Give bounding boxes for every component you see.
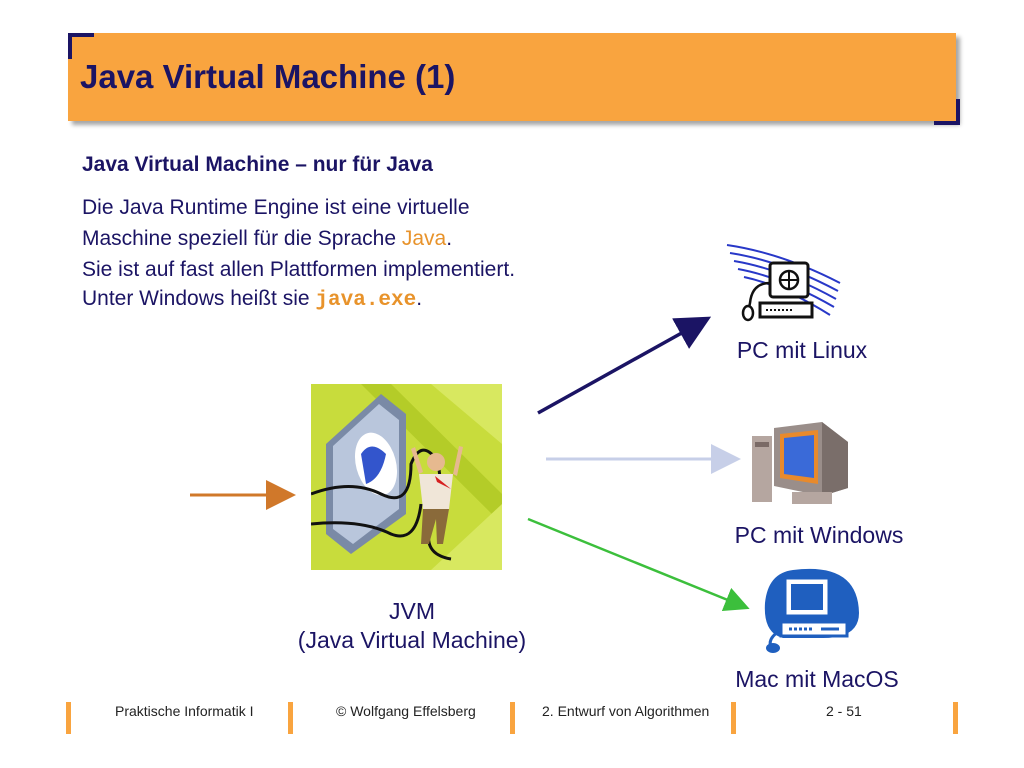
- footer-chapter: 2. Entwurf von Algorithmen: [542, 703, 710, 719]
- body-line-4: Unter Windows heißt sie java.exe.: [82, 287, 422, 312]
- title-corner-top-left: [68, 33, 94, 59]
- footer-divider: [66, 702, 71, 734]
- body-line-3: Sie ist auf fast allen Plattformen imple…: [82, 258, 516, 281]
- footer-divider: [510, 702, 515, 734]
- jvm-clipart-icon: [311, 384, 502, 570]
- body-line-2-text: Maschine speziell für die Sprache: [82, 227, 402, 250]
- mac-computer-icon: [764, 568, 859, 653]
- footer-divider: [731, 702, 736, 734]
- body-line-1: Die Java Runtime Engine ist eine virtuel…: [82, 196, 470, 219]
- arrow-to-linux: [537, 316, 712, 415]
- body-line-4-end: .: [416, 287, 423, 310]
- slide-title: Java Virtual Machine (1): [80, 58, 456, 95]
- footer-course: Praktische Informatik I: [115, 703, 254, 719]
- body-line-2-end: .: [446, 227, 453, 250]
- java-exe-code: java.exe: [315, 289, 417, 312]
- title-corner-bottom-right: [934, 99, 960, 125]
- jvm-label-full: (Java Virtual Machine): [297, 627, 527, 653]
- footer-page-number: 2 - 51: [826, 703, 862, 719]
- footer-divider: [953, 702, 958, 734]
- body-line-2: Maschine speziell für die Sprache Java.: [82, 227, 452, 251]
- footer-divider: [288, 702, 293, 734]
- body-line-4-text: Unter Windows heißt sie: [82, 287, 316, 310]
- slide-subtitle: Java Virtual Machine – nur für Java: [82, 153, 433, 176]
- java-highlight: Java: [401, 227, 447, 250]
- jvm-label: JVM: [389, 598, 435, 624]
- linux-label: PC mit Linux: [736, 337, 868, 363]
- footer-author: © Wolfgang Effelsberg: [336, 703, 476, 719]
- linux-computer-icon: [726, 244, 841, 322]
- mac-label: Mac mit MacOS: [735, 666, 899, 692]
- windows-computer-icon: [752, 422, 848, 504]
- windows-label: PC mit Windows: [734, 522, 904, 548]
- arrow-to-mac: [527, 517, 750, 612]
- title-banner: [68, 33, 956, 121]
